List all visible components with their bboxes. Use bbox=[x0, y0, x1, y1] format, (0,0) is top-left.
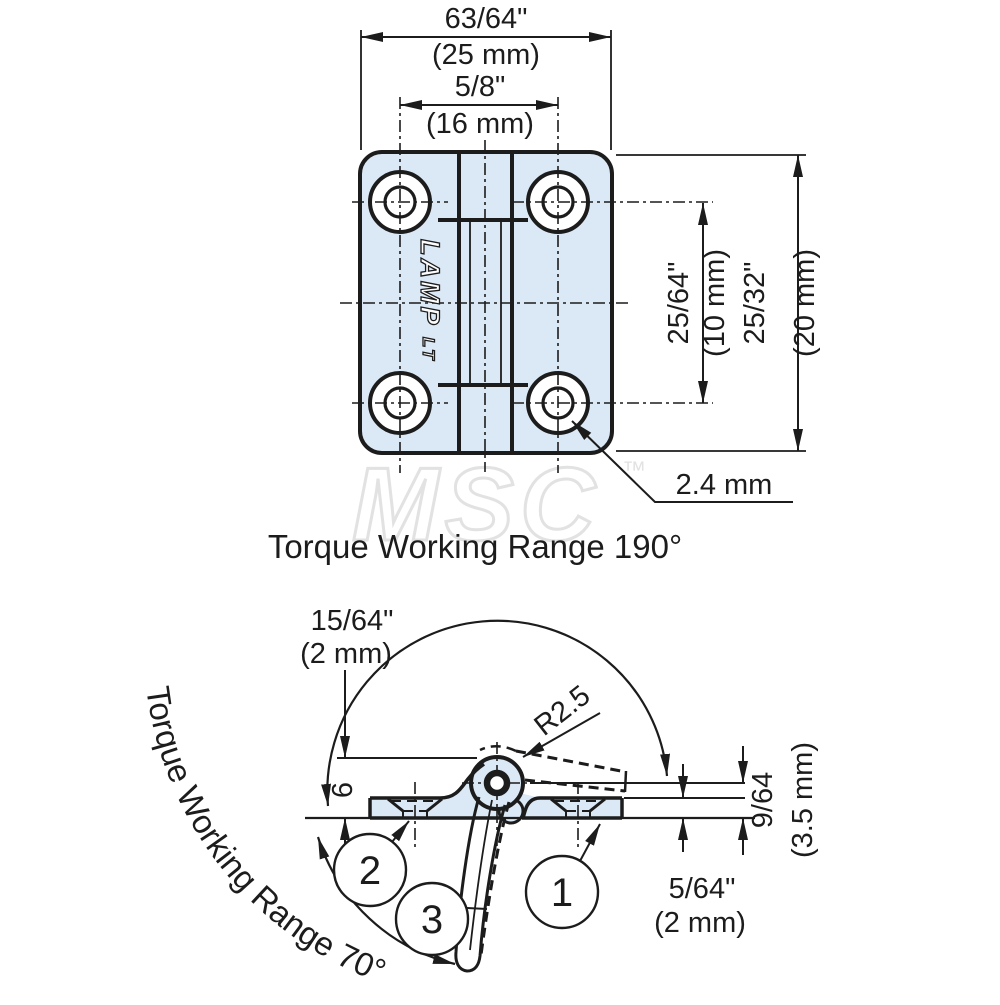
dim-pitch-in: 25/64" bbox=[663, 262, 695, 345]
dim-height-mm: (3.5 mm) bbox=[787, 742, 819, 858]
dim-height-mm: (20 mm) bbox=[789, 249, 821, 357]
dim-width-in: 63/64" bbox=[445, 3, 528, 35]
balloon-circle bbox=[394, 881, 470, 957]
balloon-number: 1 bbox=[551, 871, 573, 915]
dim-offset-in: 15/64" bbox=[311, 605, 394, 637]
dim-span-in: 5/8" bbox=[455, 71, 506, 103]
msc-watermark: MSC ™ bbox=[351, 446, 647, 565]
balloon-2: 2 bbox=[332, 820, 410, 908]
dimension-pin-offset: 15/64" (2 mm) 6 bbox=[300, 605, 393, 852]
phantom-leaf-top bbox=[515, 749, 627, 774]
leader-line bbox=[579, 823, 601, 862]
dim-six: 6 bbox=[327, 782, 359, 798]
callout-hole-diameter: 2.4 mm bbox=[571, 420, 793, 503]
phantom-leaf-end-cap bbox=[623, 770, 628, 793]
balloon-number: 2 bbox=[359, 849, 381, 893]
dim-height-in: 25/32" bbox=[739, 262, 771, 345]
torque-range-70-label: Torque Working Range 70° bbox=[139, 684, 391, 990]
dim-offset-mm: (2 mm) bbox=[300, 638, 392, 670]
phantom-leaf-70 bbox=[454, 796, 511, 973]
balloon-3: 3 bbox=[394, 881, 488, 957]
torque-range-70-textpath: Torque Working Range 70° bbox=[139, 684, 391, 990]
leader-line bbox=[391, 820, 410, 843]
dim-span-mm: (16 mm) bbox=[426, 108, 534, 140]
dim-width-mm: (25 mm) bbox=[432, 39, 540, 71]
caption-torque-range-190: Torque Working Range 190° bbox=[268, 528, 682, 565]
dimension-pin-height: 9/64 (3.5 mm) bbox=[738, 742, 819, 858]
dimension-width: 63/64" (25 mm) bbox=[360, 3, 612, 150]
dimension-hole-span: 5/8" (16 mm) bbox=[400, 71, 558, 140]
dim-thickness-mm: (2 mm) bbox=[654, 907, 746, 939]
watermark-tm-icon: ™ bbox=[622, 457, 646, 484]
centerlines bbox=[340, 97, 713, 473]
dimension-hole-pitch: 25/64" (10 mm) bbox=[663, 203, 731, 403]
balloon-circle bbox=[332, 832, 408, 908]
dim-hole-diameter: 2.4 mm bbox=[676, 469, 773, 501]
pin bbox=[483, 769, 511, 797]
dim-height-in: 9/64 bbox=[747, 772, 779, 828]
leader-line bbox=[466, 907, 488, 910]
balloon-circle bbox=[524, 854, 600, 930]
phantom-leaf-right-edge bbox=[479, 801, 511, 956]
phantom-leaf-inner-line bbox=[469, 799, 493, 951]
dimension-height: 25/32" (20 mm) bbox=[616, 154, 821, 452]
swing-arc-190 bbox=[321, 619, 671, 807]
lamp-logo-sub: LT bbox=[419, 337, 438, 363]
lamp-logo: LAMP LT bbox=[414, 238, 445, 363]
dim-radius: R2.5 bbox=[528, 679, 596, 742]
phantom-leaf-left-edge bbox=[454, 796, 507, 973]
callout-knuckle-radius: R2.5 bbox=[522, 679, 601, 758]
dim-pitch-mm: (10 mm) bbox=[699, 249, 731, 357]
hinge-top-view: LAMP LT 63/64" (25 mm) 5/8" (16 mm) 25/6… bbox=[340, 3, 821, 503]
phantom-leaf-bottom bbox=[524, 778, 626, 793]
dimension-leaf-thickness: 5/64" (2 mm) bbox=[654, 764, 746, 939]
watermark-text: MSC bbox=[352, 447, 601, 563]
balloon-number: 3 bbox=[421, 898, 443, 942]
phantom-barrel-arc bbox=[479, 745, 517, 753]
balloon-1: 1 bbox=[524, 823, 601, 930]
lamp-logo-text: LAMP bbox=[415, 239, 445, 328]
leader-line bbox=[522, 712, 601, 758]
hinge-side-view: Torque Working Range 70° 15/64" (2 mm) 6… bbox=[139, 605, 819, 990]
swing-arc-70 bbox=[316, 836, 456, 966]
leader-line bbox=[571, 420, 793, 503]
dim-thickness-in: 5/64" bbox=[669, 873, 736, 905]
